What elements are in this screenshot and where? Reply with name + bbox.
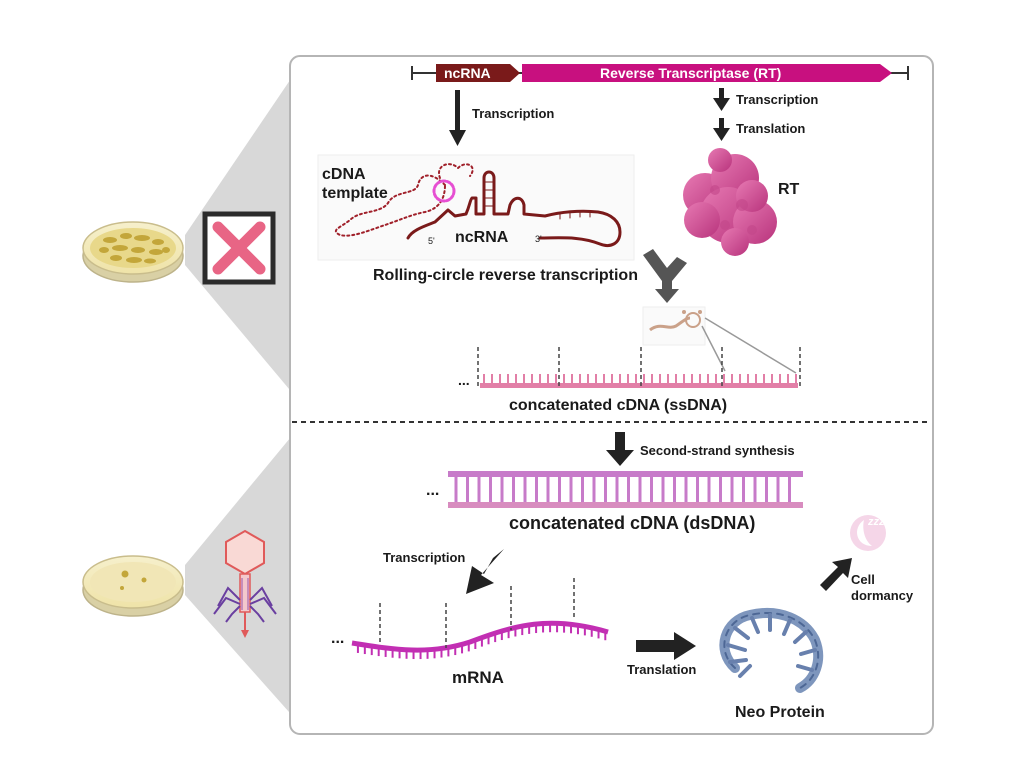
dsdna-label: concatenated cDNA (dsDNA)	[509, 513, 756, 533]
cdna-thumbnail	[642, 306, 797, 374]
rt-block	[522, 64, 892, 82]
ncrna-block	[436, 64, 520, 82]
cdna-template-label-2: template	[322, 185, 388, 202]
petri-dish-icon-bottom	[82, 555, 184, 617]
close-icon	[202, 211, 276, 285]
three-prime-label: 3'	[535, 234, 542, 244]
label-transcription-left: Transcription	[472, 106, 555, 121]
ssdna-ellipsis: ...	[458, 372, 470, 388]
arrow-translation-right	[713, 118, 730, 141]
merge-arrow	[643, 249, 687, 303]
ncrna-gene-label: ncRNA	[444, 65, 491, 81]
rt-protein-icon	[683, 148, 777, 256]
zzz-label: zzz	[868, 516, 885, 528]
phage-icon	[213, 529, 277, 638]
dormancy-label-2: dormancy	[851, 588, 914, 603]
label-transcription-bottom: Transcription	[383, 550, 466, 565]
label-translation-bottom: Translation	[627, 662, 697, 677]
neo-protein-icon	[719, 608, 824, 693]
arrow-translation-bottom	[636, 632, 696, 660]
arrow-transcription-bottom	[466, 549, 504, 594]
dsdna-ellipsis: ...	[426, 482, 440, 499]
ncrna-structure-label: ncRNA	[455, 229, 509, 246]
label-transcription-right: Transcription	[736, 92, 819, 107]
petri-dish-icon	[82, 221, 184, 283]
arrow-second-strand	[606, 432, 634, 466]
five-prime-label: 5'	[428, 236, 435, 246]
cdna-template-label-1: cDNA	[322, 166, 366, 183]
arrow-transcription-right	[713, 88, 730, 111]
arrow-transcription-left	[449, 90, 466, 146]
label-second-strand: Second-strand synthesis	[640, 443, 795, 458]
rolling-circle-label: Rolling-circle reverse transcription	[373, 267, 638, 284]
ssdna-label: concatenated cDNA (ssDNA)	[509, 397, 728, 414]
ssdna-strand	[477, 347, 801, 388]
rt-gene-label: Reverse Transcriptase (RT)	[600, 65, 782, 81]
arrow-dormancy	[820, 558, 852, 591]
gene-track	[411, 64, 909, 82]
dormancy-label-1: Cell	[851, 572, 875, 587]
dsdna-ladder	[448, 471, 803, 508]
mrna-ellipsis: ...	[331, 630, 345, 647]
sleep-icon	[850, 515, 886, 551]
ncrna-structure	[334, 163, 622, 247]
label-translation-right: Translation	[736, 121, 806, 136]
mrna-label: mRNA	[452, 668, 504, 687]
rt-protein-label: RT	[778, 181, 800, 198]
mrna-strand	[351, 578, 609, 660]
neo-protein-label: Neo Protein	[735, 704, 825, 721]
